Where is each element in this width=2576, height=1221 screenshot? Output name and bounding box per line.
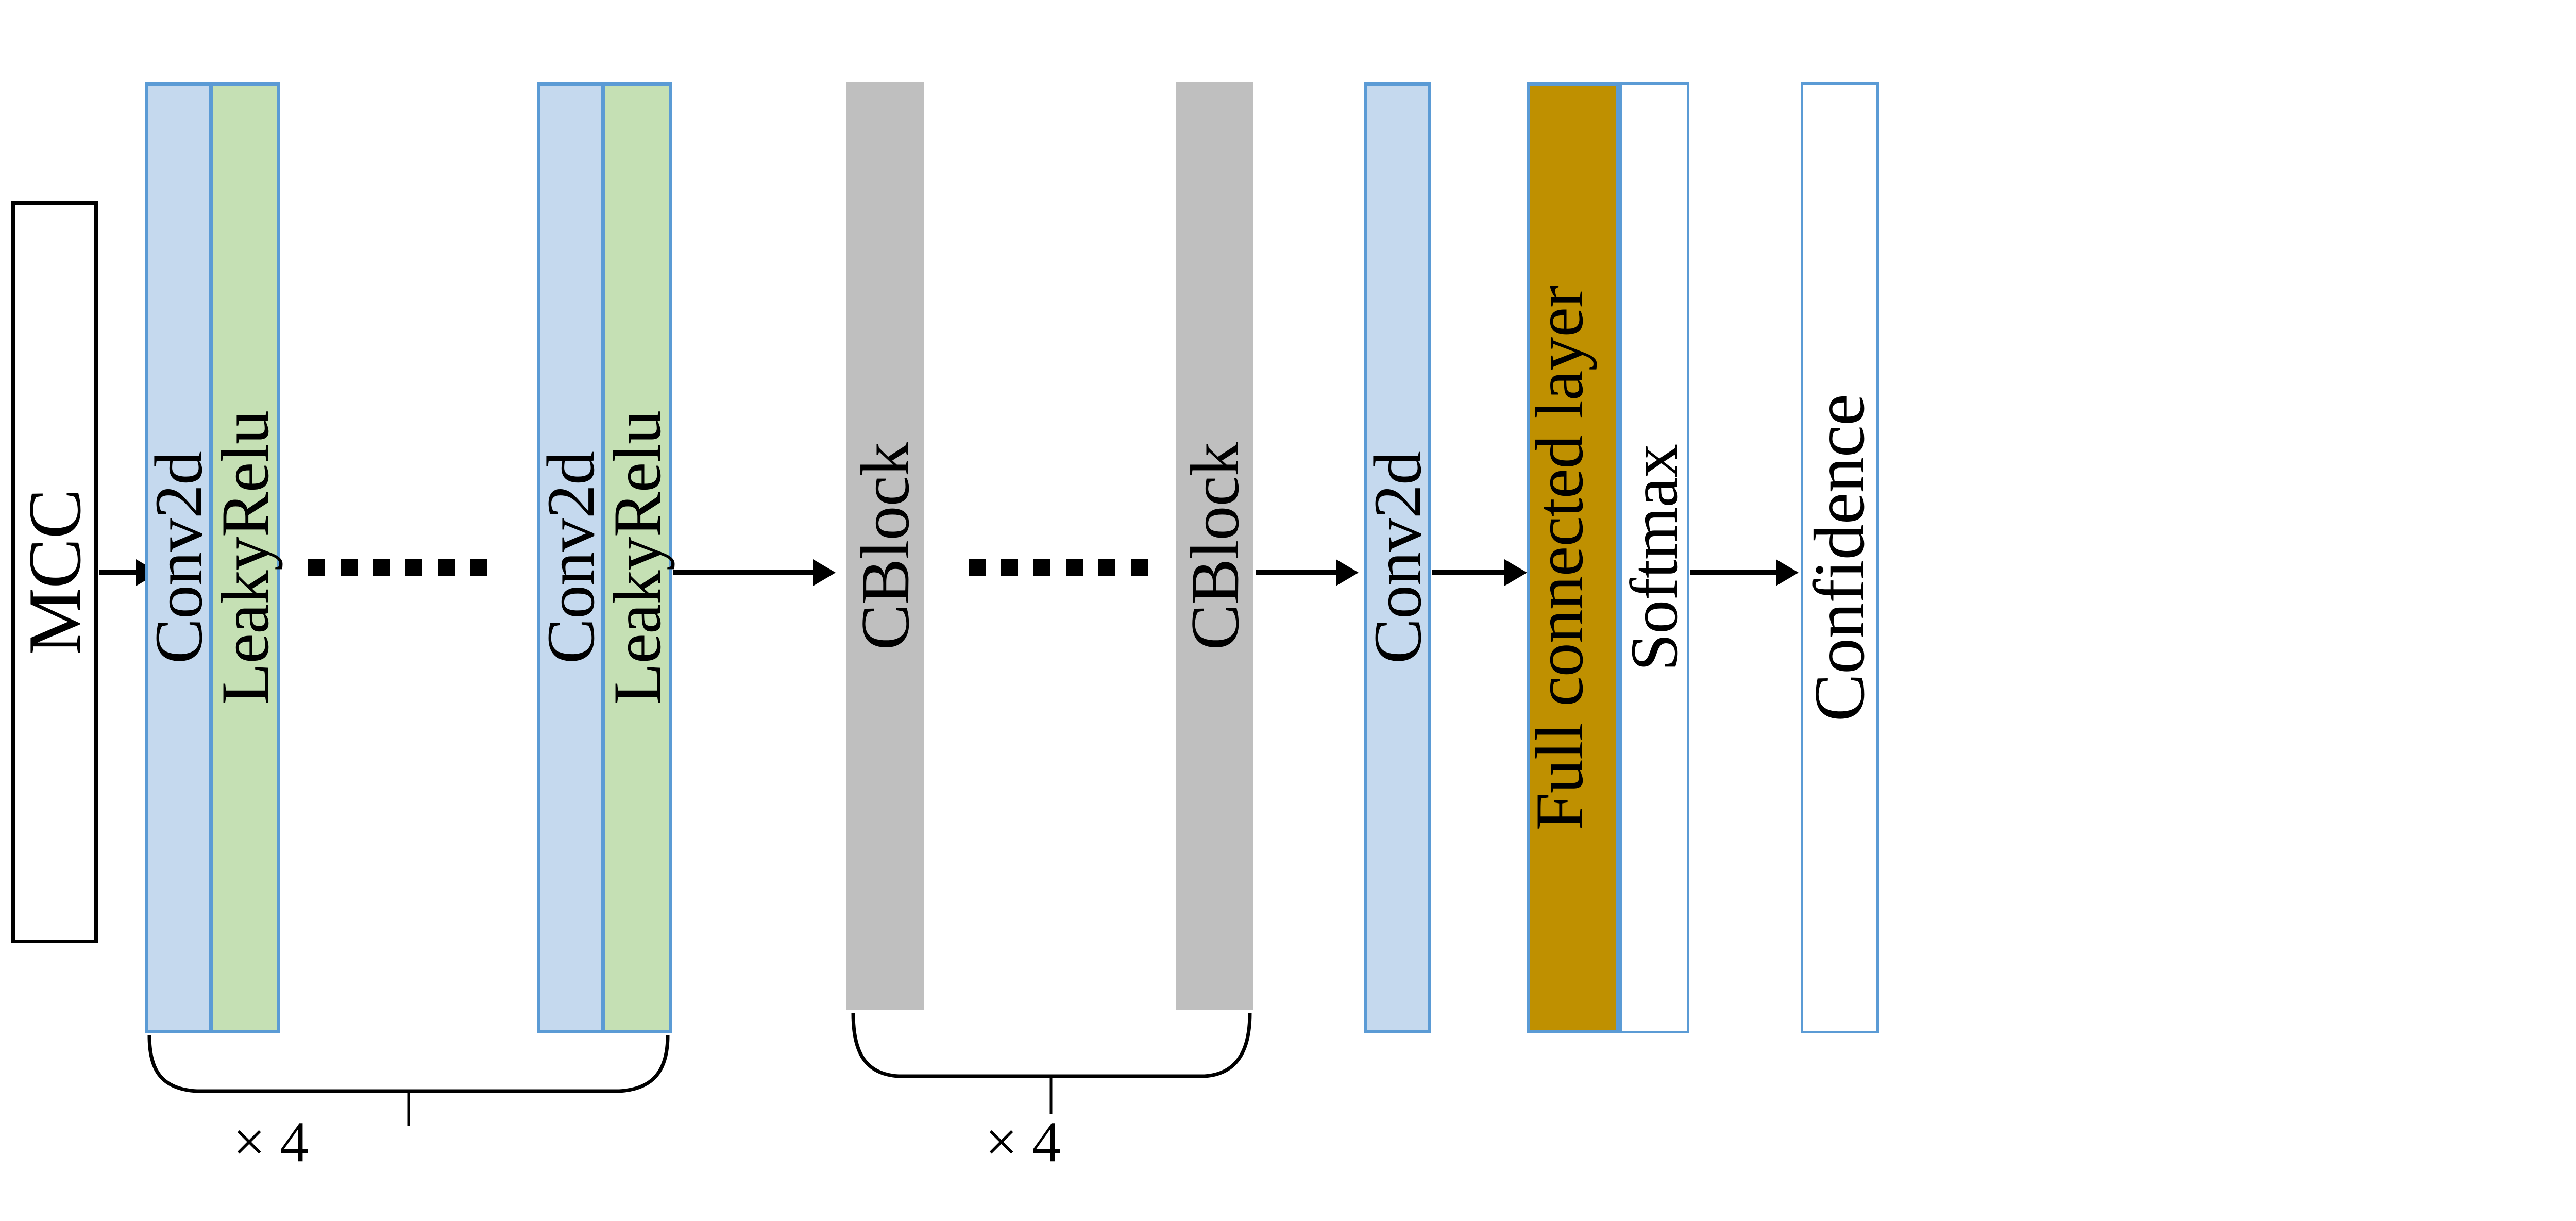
- block-conv2d-3: Conv2d: [1360, 82, 1435, 1033]
- block-leakyrelu-1-label: LeakyRelu: [207, 411, 283, 705]
- repeat-label-conv-group: × 4: [233, 1110, 309, 1174]
- block-cblock-2-label: CBlock: [1177, 442, 1253, 650]
- ellipsis-dot: [1066, 559, 1083, 576]
- block-conv2d-3-label: Conv2d: [1360, 451, 1435, 664]
- block-softmax: Softmax: [1616, 82, 1692, 1033]
- ellipsis-cblock-group: [969, 559, 1148, 576]
- block-conv2d-1-label: Conv2d: [141, 451, 216, 664]
- arrowhead-softmax-to-confidence: [1776, 559, 1799, 586]
- ellipsis-dot: [438, 559, 455, 576]
- block-conv2d-2-label: Conv2d: [533, 451, 608, 664]
- ellipsis-dot: [969, 559, 986, 576]
- block-cblock-1-label: CBlock: [847, 442, 923, 650]
- ellipsis-dot: [1033, 559, 1050, 576]
- arrowhead-conv3-to-fcl: [1504, 559, 1527, 586]
- block-cblock-2: CBlock: [1176, 82, 1253, 1010]
- arrow-conv-group-to-cblock: [673, 570, 823, 575]
- block-confidence: Confidence: [1800, 82, 1879, 1033]
- ellipsis-dot: [470, 559, 487, 576]
- block-confidence-label: Confidence: [1800, 394, 1879, 722]
- arrow-conv3-to-fcl: [1432, 570, 1515, 575]
- ellipsis-dot: [308, 559, 325, 576]
- block-leakyrelu-2: LeakyRelu: [599, 82, 675, 1033]
- block-mcc: MCC: [11, 201, 98, 943]
- brace-conv-group: [145, 1033, 676, 1126]
- block-leakyrelu-2-label: LeakyRelu: [599, 411, 675, 705]
- arrowhead-conv-group-to-cblock: [813, 559, 836, 586]
- arrow-cblock-to-conv3: [1256, 570, 1346, 575]
- block-leakyrelu-1: LeakyRelu: [207, 82, 283, 1033]
- ellipsis-dot: [1131, 559, 1148, 576]
- ellipsis-conv-group: [308, 559, 487, 576]
- block-cblock-1: CBlock: [846, 82, 924, 1010]
- ellipsis-dot: [1098, 559, 1115, 576]
- ellipsis-dot: [1001, 559, 1018, 576]
- ellipsis-dot: [405, 559, 422, 576]
- block-mcc-label: MCC: [13, 489, 96, 655]
- repeat-label-cblock-group: × 4: [985, 1110, 1061, 1174]
- brace-cblock-group: [849, 1011, 1256, 1114]
- block-softmax-label: Softmax: [1616, 444, 1692, 672]
- arrow-softmax-to-confidence: [1690, 570, 1786, 575]
- block-conv2d-1: Conv2d: [141, 82, 216, 1033]
- block-conv2d-2: Conv2d: [533, 82, 608, 1033]
- block-full-connected-layer: Full connected layer: [1521, 82, 1619, 1033]
- block-full-connected-layer-label: Full connected layer: [1521, 285, 1597, 831]
- arrowhead-cblock-to-conv3: [1336, 559, 1359, 586]
- ellipsis-dot: [373, 559, 390, 576]
- ellipsis-dot: [341, 559, 358, 576]
- arrow-mcc-to-conv1: [99, 570, 145, 575]
